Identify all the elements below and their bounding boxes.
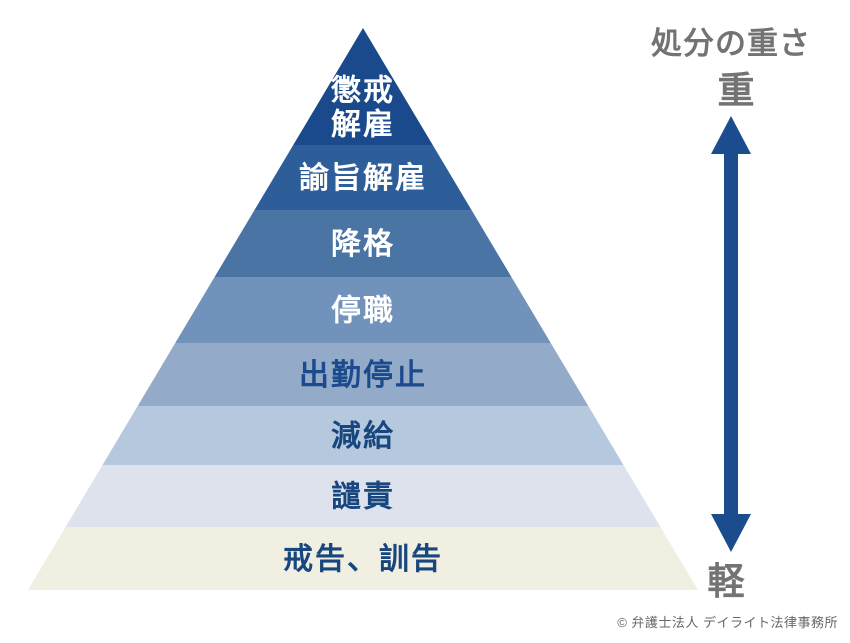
pyramid-layer-yushi-kaiko	[254, 145, 472, 210]
pyramid-label-kenseki: 譴責	[331, 481, 395, 514]
pyramid-label-yushi-kaiko: 諭旨解雇	[299, 161, 427, 195]
pyramid-layer-kokaku	[214, 210, 512, 277]
pyramid-layer-chokai-kaiko	[293, 28, 433, 145]
pyramid-label-chokai-kaiko-line1: 懲戒	[331, 75, 395, 108]
pyramid-label-teishoku: 停職	[331, 295, 395, 328]
pyramid-layer-kenseki	[65, 465, 661, 527]
scale-heavy-label: 重	[717, 70, 755, 111]
copyright-text: © 弁護士法人 デイライト法律事務所	[617, 615, 838, 630]
pyramid-label-genkyu: 減給	[331, 419, 395, 453]
pyramid-layer-shukkin-teishi	[137, 343, 589, 406]
scale-light-label: 軽	[707, 561, 745, 602]
pyramid-layer-teishoku	[175, 277, 551, 343]
pyramid-label-kaikoku-kunkoku: 戒告、訓告	[283, 542, 443, 576]
pyramid-layer-genkyu	[102, 406, 624, 465]
pyramid-label-chokai-kaiko-line2: 解雇	[331, 108, 395, 142]
severity-arrow-icon	[711, 116, 751, 552]
severity-title: 処分の重さ	[651, 26, 811, 61]
pyramid-label-shukkin-teishi: 出勤停止	[299, 359, 427, 392]
pyramid-label-kokaku: 降格	[331, 228, 395, 261]
pyramid-layer-kaikoku-kunkoku	[28, 527, 698, 590]
